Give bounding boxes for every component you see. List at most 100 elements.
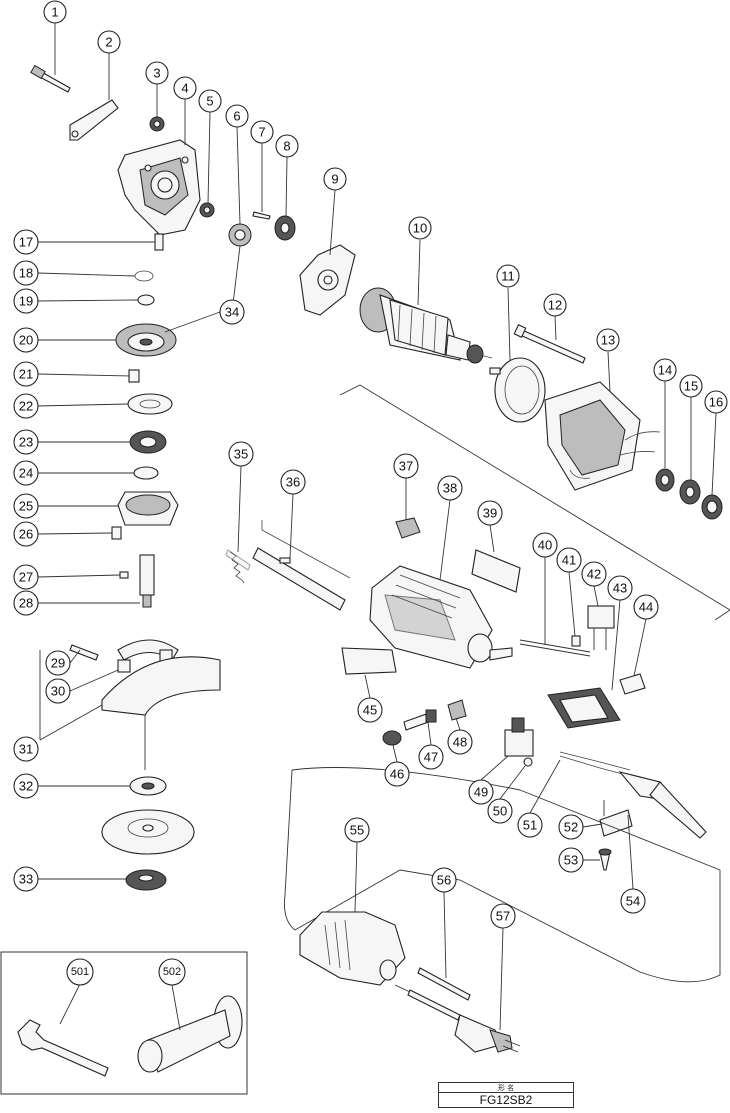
part-28-spindle: [139, 554, 155, 608]
callout-45[interactable]: 45: [357, 697, 383, 723]
callout-15[interactable]: 15: [679, 374, 703, 398]
part-16-bearing-cover: [701, 494, 723, 520]
part-57-power-cord: [407, 989, 521, 1053]
callout-39[interactable]: 39: [477, 500, 503, 526]
part-10-armature: [359, 287, 493, 364]
part-502-side-handle: [137, 995, 243, 1073]
callout-55[interactable]: 55: [344, 817, 370, 843]
part-33-wheel-nut: [125, 869, 167, 891]
callout-1[interactable]: 1: [43, 0, 67, 24]
callout-25[interactable]: 25: [13, 493, 39, 519]
part-3-nut: [149, 116, 165, 132]
callout-16[interactable]: 16: [704, 390, 728, 414]
title-block: 形 名 FG12SB2: [438, 1082, 574, 1108]
part-30-guard-band: [117, 639, 179, 673]
part-41-connector: [571, 635, 581, 647]
callout-19[interactable]: 19: [13, 288, 39, 314]
part-51-lead: [559, 751, 631, 777]
callout-10[interactable]: 10: [408, 216, 432, 240]
callout-501[interactable]: 501: [66, 958, 94, 986]
part-29-screw: [69, 644, 99, 661]
callout-47[interactable]: 47: [418, 744, 444, 770]
part-15-bearing: [679, 479, 701, 505]
part-53-screw: [598, 848, 612, 871]
callout-31[interactable]: 31: [13, 736, 39, 762]
callout-4[interactable]: 4: [173, 76, 197, 100]
callout-53[interactable]: 53: [558, 847, 584, 873]
callout-52[interactable]: 52: [558, 814, 584, 840]
callout-9[interactable]: 9: [323, 167, 347, 191]
callout-21[interactable]: 21: [13, 361, 39, 387]
grinding-wheel: [101, 809, 195, 855]
callout-46[interactable]: 46: [384, 761, 410, 787]
callout-502[interactable]: 502: [158, 958, 186, 986]
callout-57[interactable]: 57: [490, 903, 516, 929]
accessories-box: [0, 951, 248, 1095]
callout-28[interactable]: 28: [13, 590, 39, 616]
part-11-fan-guide: [489, 357, 546, 423]
callout-56[interactable]: 56: [431, 867, 457, 893]
callout-36[interactable]: 36: [280, 469, 306, 495]
callout-34[interactable]: 34: [219, 299, 245, 325]
callout-27[interactable]: 27: [13, 564, 39, 590]
callout-6[interactable]: 6: [225, 104, 249, 128]
callout-51[interactable]: 51: [517, 812, 543, 838]
assembly-outline-lower: [284, 767, 721, 983]
callout-29[interactable]: 29: [45, 650, 71, 676]
part-49-switch: [504, 717, 534, 757]
part-46-brush-cap: [382, 730, 402, 746]
callout-44[interactable]: 44: [633, 594, 659, 620]
part-19-washer: [137, 294, 155, 306]
callout-12[interactable]: 12: [543, 293, 567, 317]
part-37-switch-knob: [395, 517, 421, 539]
part-2-bracket: [69, 99, 119, 141]
callout-43[interactable]: 43: [607, 575, 633, 601]
part-17-lock-pin: [154, 233, 164, 251]
callout-8[interactable]: 8: [275, 134, 299, 158]
part-21-screw: [128, 369, 140, 383]
callout-14[interactable]: 14: [653, 358, 677, 382]
part-50-screw: [523, 757, 533, 767]
callout-18[interactable]: 18: [13, 260, 39, 286]
callout-5[interactable]: 5: [198, 89, 222, 113]
callout-50[interactable]: 50: [487, 798, 513, 824]
part-14-bearing: [655, 468, 675, 492]
callout-49[interactable]: 49: [468, 779, 494, 805]
callout-35[interactable]: 35: [228, 441, 254, 467]
callout-48[interactable]: 48: [447, 729, 473, 755]
callout-23[interactable]: 23: [13, 429, 39, 455]
part-18-retaining-ring: [134, 270, 154, 282]
callout-32[interactable]: 32: [13, 773, 39, 799]
part-44-terminal: [619, 673, 646, 695]
callout-22[interactable]: 22: [13, 393, 39, 419]
part-47-carbon-brush: [403, 709, 437, 731]
leader-36-bracket: [261, 520, 351, 579]
callout-38[interactable]: 38: [437, 475, 463, 501]
callout-30[interactable]: 30: [45, 678, 71, 704]
part-501-wrench: [17, 1019, 109, 1077]
callout-54[interactable]: 54: [620, 888, 646, 914]
callout-37[interactable]: 37: [393, 453, 419, 479]
callout-13[interactable]: 13: [596, 328, 620, 352]
callout-42[interactable]: 42: [581, 561, 607, 587]
callout-40[interactable]: 40: [532, 532, 558, 558]
part-5-bearing: [199, 202, 215, 218]
callout-3[interactable]: 3: [145, 61, 169, 85]
callout-33[interactable]: 33: [13, 866, 39, 892]
callout-41[interactable]: 41: [556, 547, 582, 573]
callout-26[interactable]: 26: [13, 521, 39, 547]
part-24-seal: [133, 466, 159, 480]
callout-11[interactable]: 11: [496, 264, 520, 288]
part-26-screw: [111, 526, 122, 540]
callout-2[interactable]: 2: [97, 30, 121, 54]
callout-17[interactable]: 17: [13, 229, 39, 255]
part-40-lead-wire: [519, 639, 591, 657]
callout-24[interactable]: 24: [13, 460, 39, 486]
part-48-brush-holder-small: [447, 699, 467, 721]
part-9-bearing-holder: [299, 244, 356, 316]
callout-7[interactable]: 7: [250, 120, 274, 144]
part-8-bearing: [274, 215, 296, 241]
callout-20[interactable]: 20: [13, 327, 39, 353]
part-39-label: [471, 549, 521, 593]
